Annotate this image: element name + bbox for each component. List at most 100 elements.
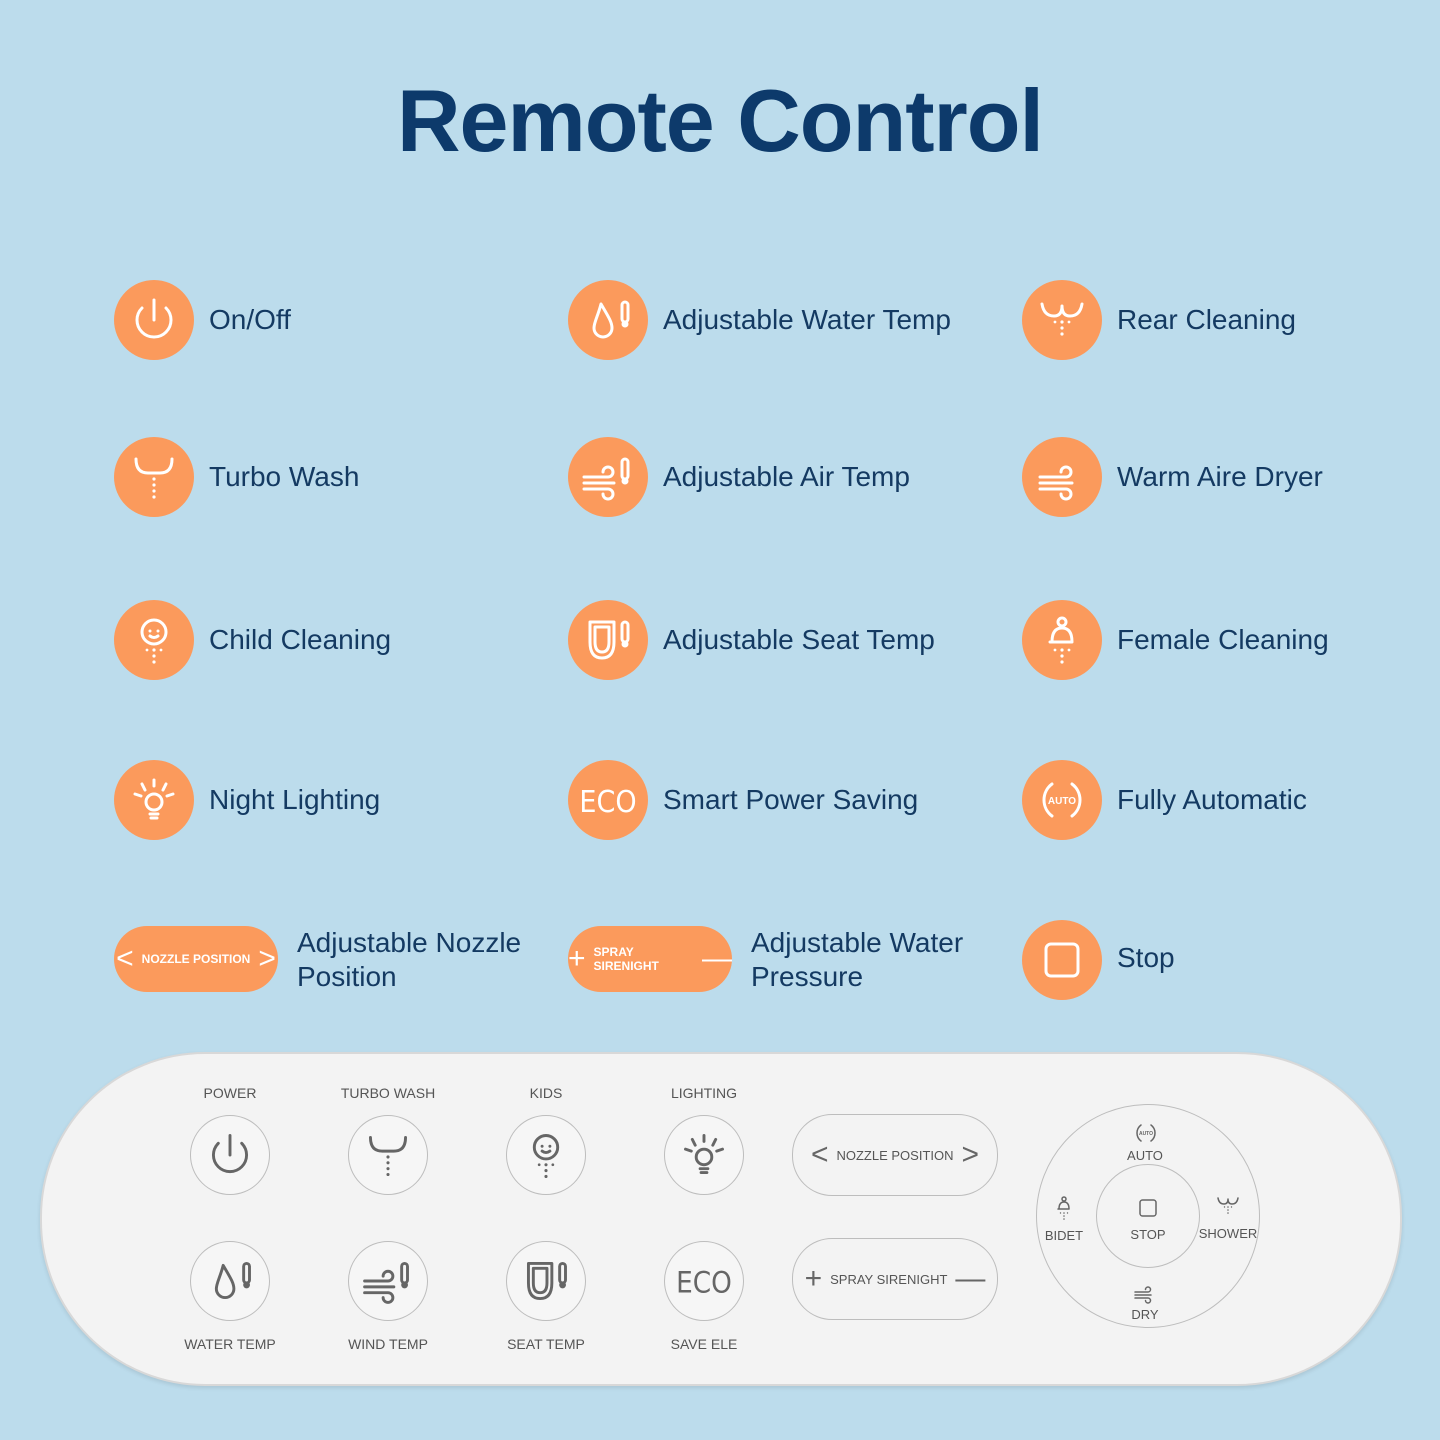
rear-cleaning-glyph <box>1217 1197 1239 1214</box>
female-icon <box>1022 600 1102 680</box>
minus-icon: — <box>702 942 732 975</box>
child-icon <box>114 600 194 680</box>
air-temp-button[interactable] <box>348 1241 428 1321</box>
light-glyph <box>133 778 175 820</box>
shower-icon[interactable] <box>1208 1186 1248 1226</box>
dry-button-label[interactable]: DRY <box>1131 1307 1159 1322</box>
auto-text: AUTO <box>1048 796 1076 807</box>
feature-label: Smart Power Saving <box>663 784 919 815</box>
eco-glyph: ECO <box>579 785 636 820</box>
eco-button[interactable]: ECO <box>664 1241 744 1321</box>
stop-button-label[interactable]: STOP <box>1130 1227 1166 1242</box>
feature-label-pressure: Adjustable Water Pressure <box>751 926 963 994</box>
light-button[interactable] <box>664 1115 744 1195</box>
chevron-left-icon: < <box>810 1138 829 1171</box>
female-glyph <box>1048 616 1074 664</box>
feature-label: Female Cleaning <box>1117 624 1329 655</box>
remote-button-label: TURBO WASH <box>340 1085 436 1101</box>
child-glyph <box>532 1134 560 1179</box>
turbo-wash-icon <box>114 437 194 517</box>
pill-text: SPRAY SIRENIGHT <box>593 945 659 973</box>
feature-label: Turbo Wash <box>209 461 360 492</box>
page-title: Remote Control <box>397 71 1044 170</box>
feature-label: Adjustable Air Temp <box>663 461 910 492</box>
minus-icon: — <box>955 1262 986 1295</box>
spray-strength-button[interactable]: + SPRAY SIRENIGHT — <box>792 1238 998 1320</box>
water-temp-glyph <box>214 1261 251 1300</box>
turbo-wash-glyph <box>368 1135 408 1177</box>
label-line: Adjustable Nozzle <box>297 927 522 958</box>
auto-button-label[interactable]: AUTO <box>1127 1148 1163 1163</box>
power-button[interactable] <box>190 1115 270 1195</box>
mode-dial <box>1036 1104 1260 1328</box>
light-icon <box>114 760 194 840</box>
child-glyph <box>140 618 168 664</box>
feature-label: Warm Aire Dryer <box>1117 461 1323 492</box>
feature-label: Fully Automatic <box>1117 784 1307 815</box>
nozzle-position-pill: < NOZZLE POSITION > <box>114 926 278 992</box>
spray-strength-pill: + SPRAY SIRENIGHT — <box>568 926 732 992</box>
turbo-wash-button[interactable] <box>348 1115 428 1195</box>
feature-label: Adjustable Water Temp <box>663 304 951 335</box>
button-text: NOZZLE POSITION <box>836 1147 954 1163</box>
auto-icon[interactable]: AUTO <box>1126 1113 1166 1153</box>
rear-cleaning-icon <box>1022 280 1102 360</box>
power-glyph <box>211 1134 249 1174</box>
light-glyph <box>684 1134 724 1175</box>
stop-glyph <box>1044 942 1080 978</box>
air-temp-glyph <box>363 1261 409 1304</box>
turbo-wash-glyph <box>134 457 174 499</box>
auto-glyph: AUTO <box>1136 1124 1156 1142</box>
bidet-button-label[interactable]: BIDET <box>1044 1228 1084 1243</box>
stop-button[interactable] <box>1096 1164 1200 1268</box>
chevron-right-icon: > <box>258 942 276 975</box>
plus-icon: + <box>568 942 586 975</box>
label-line: Adjustable Water <box>751 927 964 958</box>
dryer-icon <box>1022 437 1102 517</box>
eco-text: ECO <box>676 1266 732 1300</box>
remote-button-label: WATER TEMP <box>184 1336 276 1352</box>
feature-label: Rear Cleaning <box>1117 304 1296 335</box>
chevron-left-icon: < <box>116 942 134 975</box>
nozzle-position-button[interactable]: < NOZZLE POSITION > <box>792 1114 998 1196</box>
dryer-glyph <box>1038 465 1074 501</box>
feature-label-stop: Stop <box>1117 942 1175 973</box>
eco-glyph: ECO <box>676 1266 732 1300</box>
female-glyph <box>1057 1196 1070 1220</box>
auto-icon: AUTO <box>1022 760 1102 840</box>
power-glyph <box>135 298 173 339</box>
eco-text: ECO <box>579 785 636 820</box>
stop-square-icon[interactable] <box>1128 1188 1168 1228</box>
stop-glyph <box>1139 1199 1157 1217</box>
water-temp-icon <box>568 280 648 360</box>
label-line: Position <box>297 961 397 992</box>
chevron-right-icon: > <box>961 1138 980 1171</box>
bidet-icon[interactable] <box>1044 1188 1084 1228</box>
remote-button-label: POWER <box>203 1085 257 1101</box>
auto-glyph: AUTO <box>1042 782 1082 818</box>
label-line: Pressure <box>751 961 864 992</box>
power-icon <box>114 280 194 360</box>
air-temp-glyph <box>582 457 630 501</box>
child-button[interactable] <box>506 1115 586 1195</box>
feature-label: Adjustable Seat Temp <box>663 624 935 655</box>
seat-temp-glyph <box>588 620 630 660</box>
stop-icon <box>1022 920 1102 1000</box>
remote-button-label: SAVE ELE <box>670 1336 738 1352</box>
seat-temp-icon <box>568 600 648 680</box>
plus-icon: + <box>804 1262 823 1295</box>
seat-temp-button[interactable] <box>506 1241 586 1321</box>
dry-icon[interactable] <box>1126 1272 1166 1312</box>
rear-cleaning-glyph <box>1040 302 1084 336</box>
shower-button-label[interactable]: SHOWER <box>1198 1226 1258 1241</box>
remote-button-label: LIGHTING <box>670 1085 738 1101</box>
water-temp-button[interactable] <box>190 1241 270 1321</box>
button-text: SPRAY SIRENIGHT <box>830 1271 948 1287</box>
remote-button-label: WIND TEMP <box>348 1336 428 1352</box>
feature-label: On/Off <box>209 304 291 335</box>
pill-text: NOZZLE POSITION <box>141 952 251 966</box>
air-temp-icon <box>568 437 648 517</box>
seat-temp-glyph <box>526 1261 567 1301</box>
remote-button-label: SEAT TEMP <box>507 1336 585 1352</box>
dryer-glyph <box>1134 1286 1152 1304</box>
